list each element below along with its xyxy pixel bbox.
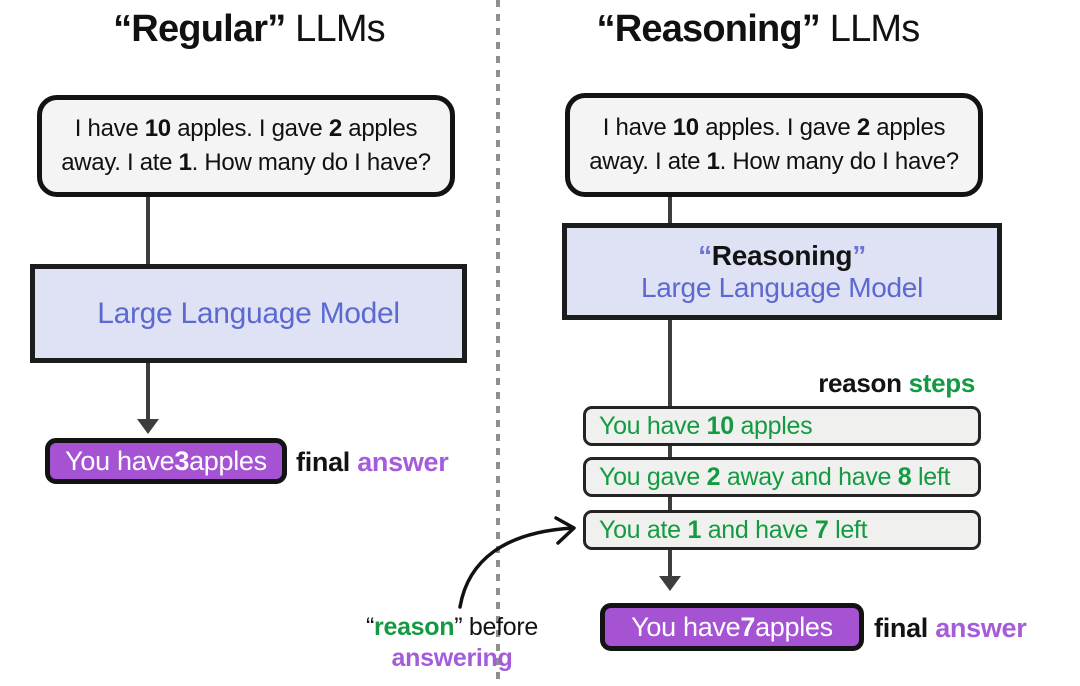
right-arrow-shaft (668, 320, 672, 577)
step-text: You ate 1 and have 7 left (599, 515, 868, 544)
reason-step-row-2: You gave 2 away and have 8 left (583, 457, 981, 497)
note-line-2: answering (391, 644, 513, 672)
left-final-answer-label: final answer (296, 447, 449, 477)
note-line-1: “reason” before (366, 613, 538, 641)
left-arrow-shaft (146, 363, 150, 420)
right-model-label: Large Language Model (640, 271, 923, 303)
right-title-emphasis: “Reasoning” (596, 8, 821, 50)
left-model-box: Large Language Model (30, 264, 467, 363)
left-title-emphasis: “Regular” (113, 8, 286, 50)
right-down-arrowhead-icon (659, 576, 681, 591)
right-answer-box: You have 7 apples (600, 603, 864, 651)
reason-before-answering-note: “reason” before answering (338, 612, 566, 674)
left-prompt-line-2: away. I ate 1. How many do I have? (61, 149, 431, 176)
right-prompt-line-1: I have 10 apples. I gave 2 apples (602, 114, 946, 142)
right-title: “Reasoning” LLMs (538, 8, 978, 51)
left-prompt-line-1: I have 10 apples. I gave 2 apples (74, 115, 418, 143)
left-answer-box: You have 3 apples (45, 438, 287, 484)
left-title-rest: LLMs (285, 8, 386, 50)
right-title-rest: LLMs (819, 8, 921, 50)
left-model-label: Large Language Model (97, 296, 400, 330)
step-text: You gave 2 away and have 8 left (599, 462, 951, 491)
curved-arrow-icon (458, 516, 576, 609)
divider-dashed-line (496, 0, 500, 686)
close-quote: ” (852, 239, 866, 271)
reason-step-row-3: You ate 1 and have 7 left (583, 510, 981, 550)
left-title: “Regular” LLMs (29, 8, 469, 51)
step-text: You have 10 apples (599, 411, 813, 440)
reason-steps-label: reason steps (818, 368, 975, 398)
left-connector-line (146, 197, 150, 264)
right-model-box: “Reasoning” Large Language Model (562, 223, 1002, 320)
right-model-name: “Reasoning” (698, 239, 866, 271)
right-connector-line (668, 197, 672, 223)
reason-step-row-1: You have 10 apples (583, 406, 981, 446)
right-final-answer-label: final answer (874, 613, 1027, 643)
right-prompt-line-2: away. I ate 1. How many do I have? (589, 148, 959, 175)
right-prompt-box: I have 10 apples. I gave 2 apples away. … (565, 93, 983, 197)
open-quote: “ (698, 239, 712, 271)
left-prompt-box: I have 10 apples. I gave 2 apples away. … (37, 95, 455, 197)
left-down-arrowhead-icon (137, 419, 159, 434)
